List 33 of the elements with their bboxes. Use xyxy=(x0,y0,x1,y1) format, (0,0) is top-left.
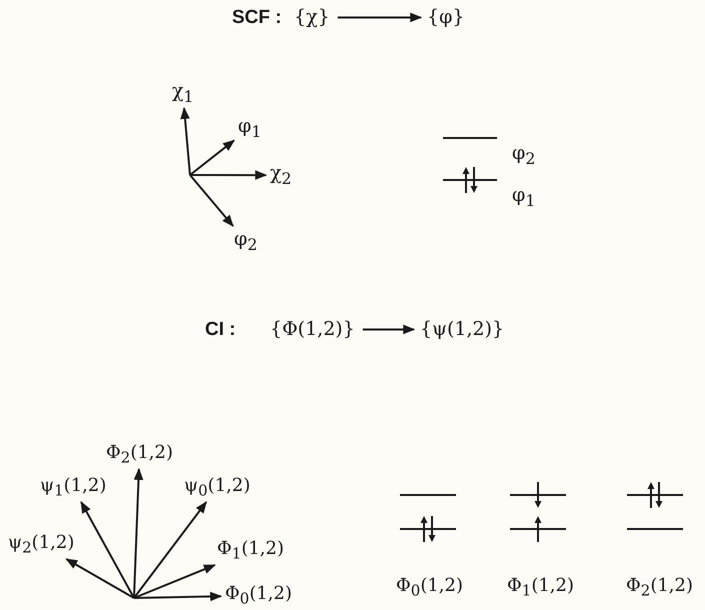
arrow xyxy=(189,140,235,176)
math-label: ψ$_{2}$(1,2) xyxy=(6,532,76,558)
math-label: φ$_{2}$ xyxy=(232,228,260,254)
math-label: Φ$_{0}$(1,2) xyxy=(223,583,294,608)
arrow xyxy=(134,592,222,602)
method-title: SCF : xyxy=(232,7,282,29)
arrow xyxy=(190,170,268,180)
math-label: φ$_{1}$ xyxy=(512,185,536,210)
math-label: Φ$_{1}$(1,2) xyxy=(507,576,574,600)
arrow xyxy=(362,324,416,334)
arrow xyxy=(189,174,234,227)
math-label: {Φ(1,2)} xyxy=(268,318,357,341)
math-label: ψ$_{0}$(1,2) xyxy=(182,475,252,500)
math-label: {χ} xyxy=(292,6,332,29)
math-label: φ$_{1}$ xyxy=(236,115,264,142)
math-label: {ψ(1,2)} xyxy=(418,318,506,341)
arrow xyxy=(133,501,208,599)
math-label: Φ$_{0}$(1,2) xyxy=(396,576,463,600)
math-label: χ$_{2}$ xyxy=(268,162,294,188)
method-title: CI : xyxy=(205,319,236,341)
math-label: ψ$_{1}$(1,2) xyxy=(38,475,108,500)
math-label: φ$_{2}$ xyxy=(512,143,536,168)
arrow xyxy=(180,107,191,176)
math-label: Φ$_{1}$(1,2) xyxy=(215,538,286,564)
arrow xyxy=(338,12,422,22)
math-label: χ$_{1}$ xyxy=(170,80,196,106)
math-label: Φ$_{2}$(1,2) xyxy=(626,576,693,600)
math-label: {φ} xyxy=(425,6,466,29)
math-label: Φ$_{2}$(1,2) xyxy=(104,442,175,468)
arrow xyxy=(80,501,135,598)
arrow xyxy=(65,558,134,599)
arrow xyxy=(134,564,216,599)
arrow xyxy=(133,468,144,598)
